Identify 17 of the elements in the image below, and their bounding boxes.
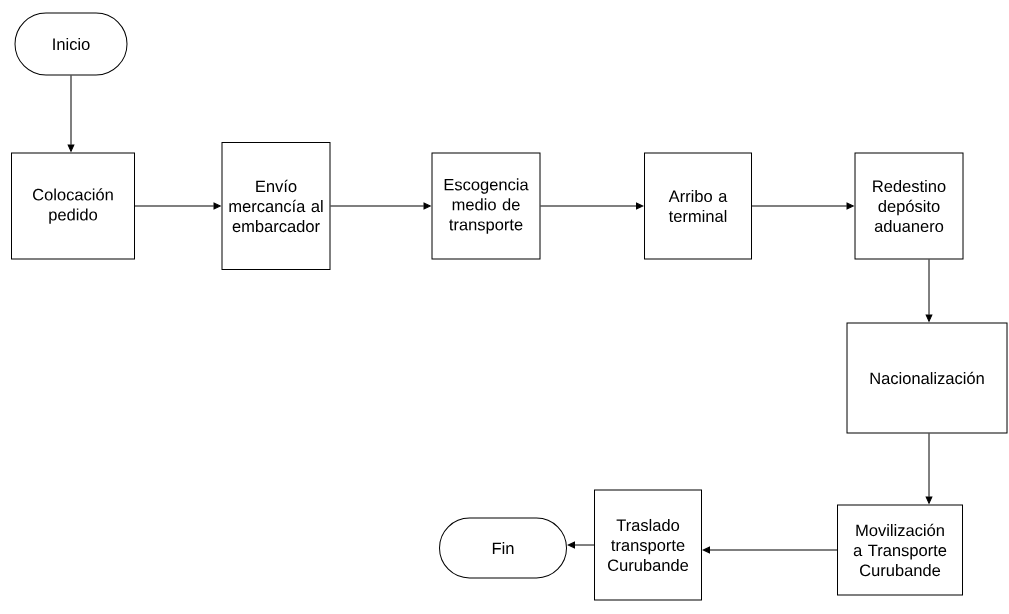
process-box: Nacionalización bbox=[846, 322, 1008, 434]
arrow bbox=[540, 202, 644, 210]
arrow bbox=[702, 546, 838, 554]
process-box: Envío mercancía al embarcador bbox=[221, 142, 331, 270]
process-box: Colocación pedido bbox=[11, 152, 135, 260]
arrow bbox=[134, 202, 221, 210]
arrow bbox=[925, 433, 933, 504]
arrow bbox=[567, 541, 595, 549]
arrow bbox=[751, 202, 854, 210]
arrow bbox=[67, 75, 75, 152]
process-box: Arribo a terminal bbox=[644, 152, 752, 260]
process-box: Movilización a Transporte Curubande bbox=[837, 504, 963, 596]
arrow bbox=[925, 259, 933, 322]
process-box: Traslado transporte Curubande bbox=[594, 489, 702, 601]
arrow bbox=[330, 202, 431, 210]
process-box: Redestino depósito aduanero bbox=[854, 152, 964, 260]
process-box: Escogencia medio de transporte bbox=[431, 152, 541, 260]
